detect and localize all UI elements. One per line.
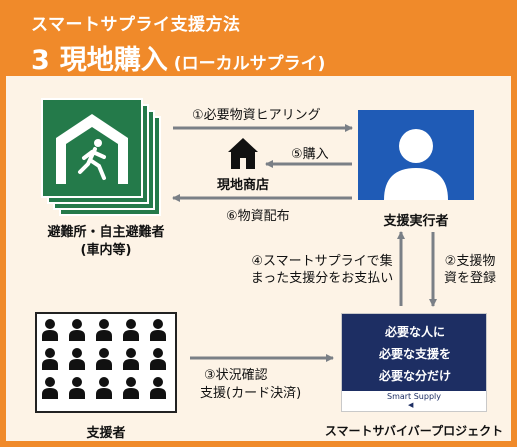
poster-arrow-icon: ◀ [408,401,414,409]
executor-person-icon [358,110,474,200]
supporters-crowd-icon [35,312,177,413]
step5-label: ⑤購入 [291,147,329,162]
poster-brand: Smart Supply [386,392,441,401]
method-title: 現地購入 [59,45,168,76]
supporter-person-icon [96,377,112,399]
header-banner: スマートサプライ支援方法 3 現地購入(ローカルサプライ) [0,0,517,76]
supporter-person-icon [123,348,139,370]
step3-label-line1: ③状況確認 [204,368,268,383]
store-icon [228,138,258,169]
supporter-person-icon [150,319,166,341]
poster-footer: Smart Supply ◀ [342,391,486,411]
step2-label: ②支援物資を登録 [443,254,496,286]
project-label: スマートサバイバープロジェクト [324,424,504,438]
step6-label: ⑥物資配布 [226,209,290,224]
supporter-person-icon [42,377,58,399]
store-label: 現地商店 [216,178,269,193]
poster-line-1: 必要な人に [384,325,445,339]
executor-label: 支援実行者 [383,214,449,229]
method-number: 3 [31,45,50,76]
supporter-person-icon [69,377,85,399]
smart-supply-poster: 必要な人に 必要な支援を 必要な分だけ Smart Supply ◀ [341,313,487,412]
header-title: 3 現地購入(ローカルサプライ) [31,38,325,77]
header-subtitle: スマートサプライ支援方法 [31,15,241,35]
step3-label-line2: 支援(カード決済) [200,386,302,401]
shelter-sublabel: (車内等) [80,243,132,258]
supporter-person-icon [96,319,112,341]
shelter-label: 避難所・自主避難者 [47,225,165,240]
supporter-person-icon [123,319,139,341]
supporter-person-icon [69,348,85,370]
supporters-label: 支援者 [86,426,126,441]
supporter-person-icon [69,319,85,341]
step4-label: ④スマートサプライで集まった支援分をお支払い [250,254,394,286]
shelter-icon [41,98,161,216]
supporter-person-icon [42,319,58,341]
supporter-person-icon [150,348,166,370]
poster-line-3: 必要な分だけ [378,369,451,383]
supporter-person-icon [123,377,139,399]
supporter-person-icon [42,348,58,370]
poster-line-2: 必要な支援を [378,347,451,361]
supporter-person-icon [150,377,166,399]
step1-label: ①必要物資ヒアリング [192,108,321,123]
supporter-person-icon [96,348,112,370]
method-title-note: (ローカルサプライ) [173,54,326,74]
